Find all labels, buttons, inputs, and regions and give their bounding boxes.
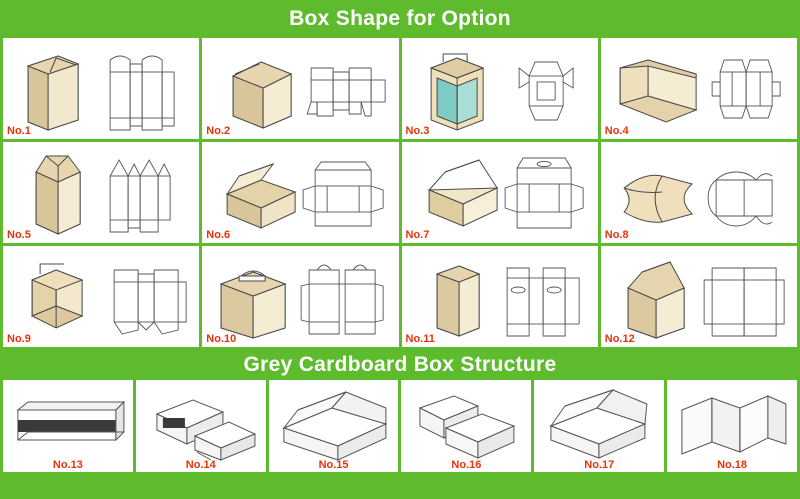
slipcase-box-illustration: [16, 400, 126, 442]
handle-box-illustration: [219, 264, 384, 339]
tuck-end-box-illustration: [26, 55, 175, 131]
cell-no17[interactable]: No.17: [534, 380, 665, 472]
book-style-box-illustration: [681, 395, 787, 455]
cell-no3[interactable]: No.3: [401, 38, 598, 139]
cell-no1[interactable]: No.1: [3, 38, 200, 139]
tall-tuck-box-illustration: [435, 265, 580, 337]
cell-no16[interactable]: No.16: [401, 380, 532, 472]
grid-spacer: [0, 347, 800, 350]
cell-label: No.14: [185, 459, 216, 471]
cell-label: No.5: [7, 229, 31, 241]
cell-no18[interactable]: No.18: [667, 380, 797, 472]
cell-no11[interactable]: No.11: [401, 246, 598, 347]
lid-and-base-box-illustration: [419, 395, 516, 459]
cell-label: No.17: [584, 459, 615, 471]
cell-no15[interactable]: No.15: [268, 380, 399, 472]
cell-label: No.3: [405, 125, 430, 137]
cell-no14[interactable]: No.14: [135, 380, 266, 472]
hinged-lid-box-illustration: [282, 391, 387, 461]
cell-no10[interactable]: No.10: [202, 246, 399, 347]
cell-no4[interactable]: No.4: [600, 38, 797, 139]
cell-label: No.11: [405, 333, 435, 345]
grey-cardboard-grid: No.13 No.14: [0, 380, 800, 475]
magnetic-closure-box-illustration: [549, 388, 648, 459]
cube-box-illustration: [232, 61, 386, 129]
cell-label: No.4: [604, 125, 629, 137]
cell-label: No.8: [604, 229, 629, 241]
cell-label: No.12: [604, 333, 635, 345]
section-heading-grey-cardboard: Grey Cardboard Box Structure: [0, 350, 800, 380]
cell-no6[interactable]: No.6: [202, 142, 399, 243]
cell-no9[interactable]: No.9: [3, 246, 200, 347]
cell-label: No.2: [206, 125, 231, 137]
box-shape-grid: No.1: [0, 38, 800, 347]
cell-label: No.10: [206, 333, 237, 345]
display-tray-box-illustration: [618, 59, 781, 123]
cell-no13[interactable]: No.13: [3, 380, 133, 472]
cell-no2[interactable]: No.2: [202, 38, 399, 139]
cell-label: No.9: [7, 333, 31, 345]
cell-label: No.15: [318, 459, 349, 471]
gable-top-box-illustration: [35, 155, 171, 235]
window-box-illustration: [429, 53, 574, 131]
mailer-box-illustration: [226, 161, 384, 229]
cell-label: No.13: [52, 459, 83, 471]
cell-no12[interactable]: No.12: [600, 246, 797, 347]
pillow-box-illustration: [623, 171, 773, 227]
flip-top-mailer-box-illustration: [427, 157, 584, 229]
cell-no7[interactable]: No.7: [401, 142, 598, 243]
auto-bottom-box-illustration: [30, 263, 187, 335]
cell-label: No.6: [206, 229, 231, 241]
cell-no5[interactable]: No.5: [3, 142, 200, 243]
cell-label: No.1: [7, 125, 31, 137]
cell-label: No.16: [451, 459, 482, 471]
section-heading-box-shape: Box Shape for Option: [0, 0, 800, 38]
drawer-box-illustration: [155, 399, 256, 461]
cell-no8[interactable]: No.8: [600, 142, 797, 243]
open-lid-box-illustration: [627, 261, 785, 339]
cell-label: No.18: [717, 459, 748, 471]
cell-label: No.7: [405, 229, 430, 241]
